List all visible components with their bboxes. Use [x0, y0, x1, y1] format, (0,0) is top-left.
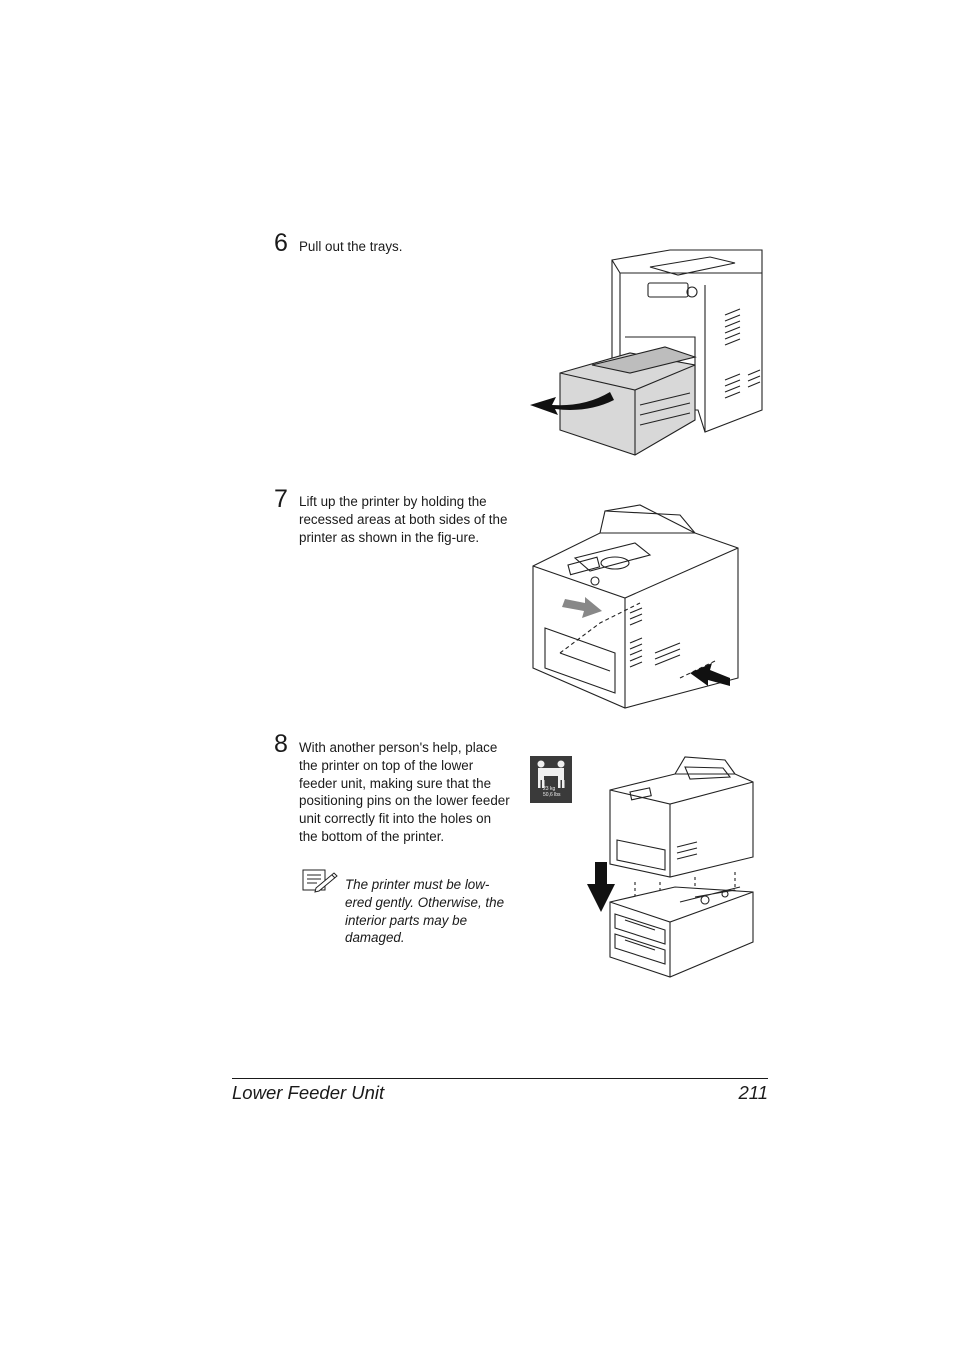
printer-on-feeder-illustration [587, 756, 754, 978]
weight-label: 23 kg 50,6 lbs [543, 786, 561, 798]
step-7-text: Lift up the printer by holding the reces… [299, 494, 508, 545]
footer-section-title: Lower Feeder Unit [232, 1082, 385, 1103]
step-6-number: 6 [274, 229, 288, 257]
printer-pull-tray-illustration [530, 249, 763, 456]
footer-page-number: 211 [738, 1082, 769, 1103]
step-6-text: Pull out the trays. [299, 239, 403, 254]
step-8-number: 8 [274, 730, 288, 758]
step-8-text: With another person's help, place the pr… [299, 740, 510, 844]
note-pencil-icon [302, 869, 338, 893]
step-7-number: 7 [274, 485, 288, 513]
printer-lift-illustration [532, 504, 739, 709]
footer-divider [232, 1078, 768, 1079]
two-person-lift-icon [530, 756, 572, 803]
note-text: The printer must be low-ered gently. Oth… [345, 877, 505, 946]
